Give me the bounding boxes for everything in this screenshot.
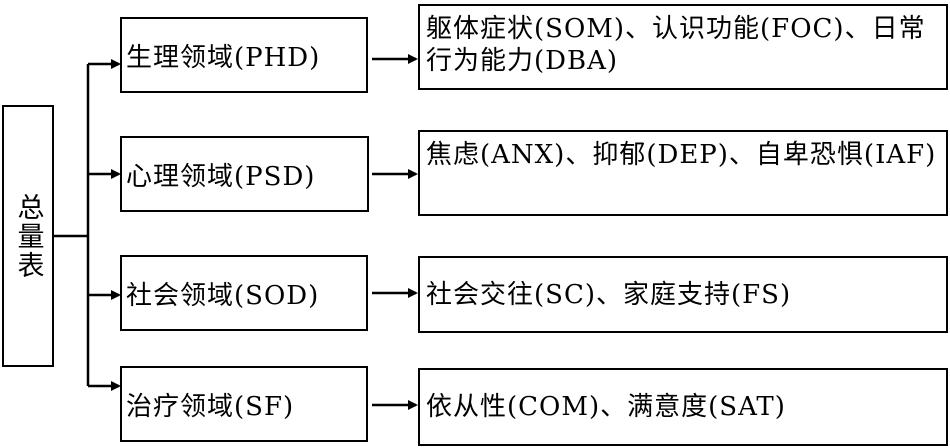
domain-box-phd: 生理领域(PHD) [120, 17, 368, 93]
domain-label-sf: 治疗领域(SF) [126, 391, 295, 422]
root-label: 总量表 [12, 192, 44, 280]
items-text-psd: 焦虑(ANX)、抑郁(DEP)、自卑恐惧(IAF) [426, 140, 937, 170]
items-text-phd: 躯体症状(SOM)、认识功能(FOC)、日常行为能力(DBA) [426, 14, 926, 76]
items-text-sod: 社会交往(SC)、家庭支持(FS) [426, 279, 792, 310]
domain-box-sf: 治疗领域(SF) [120, 366, 368, 442]
domain-label-sod: 社会领域(SOD) [126, 280, 320, 311]
items-box-psd: 焦虑(ANX)、抑郁(DEP)、自卑恐惧(IAF) [418, 130, 948, 216]
domain-box-sod: 社会领域(SOD) [120, 255, 368, 331]
domain-label-phd: 生理领域(PHD) [126, 42, 321, 73]
items-box-sod: 社会交往(SC)、家庭支持(FS) [418, 256, 948, 333]
root-box: 总量表 [2, 105, 54, 367]
items-box-phd: 躯体症状(SOM)、认识功能(FOC)、日常行为能力(DBA) [418, 4, 948, 90]
domain-box-psd: 心理领域(PSD) [120, 136, 369, 212]
domain-label-psd: 心理领域(PSD) [126, 161, 316, 192]
items-box-sf: 依从性(COM)、满意度(SAT) [418, 368, 948, 446]
items-text-sf: 依从性(COM)、满意度(SAT) [426, 392, 786, 422]
